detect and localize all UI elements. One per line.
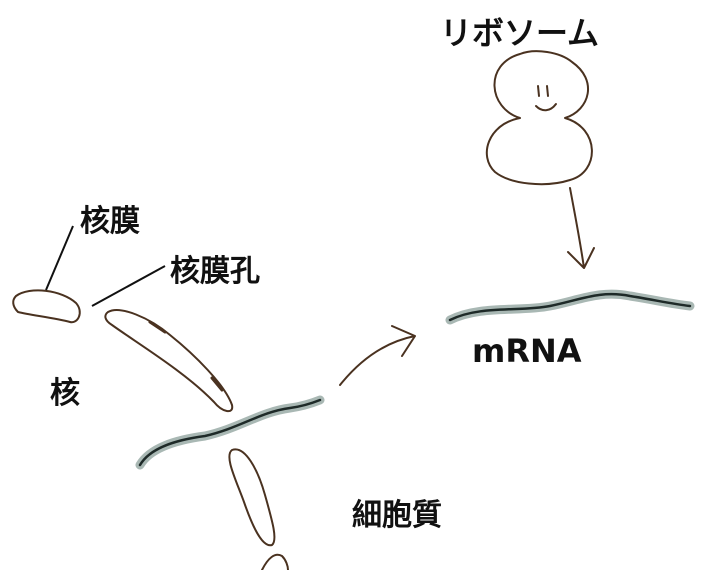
label-ribosome: リボソーム — [440, 14, 600, 52]
label-nucleus: 核 — [50, 376, 80, 411]
mrna-halo — [445, 289, 695, 325]
leader-line-envelope — [45, 225, 74, 291]
ribosome-shape — [485, 50, 593, 186]
mrna-strand-cytoplasm — [448, 292, 692, 322]
label-cytoplasm: 細胞質 — [352, 498, 442, 533]
mrna-strand-nucleus — [138, 398, 322, 467]
label-nuclear-pore: 核膜孔 — [170, 254, 260, 289]
nuclear-envelope-piece — [104, 309, 234, 413]
label-nuclear-envelope: 核膜 — [80, 204, 140, 239]
arrow-export — [339, 325, 416, 386]
arrow-ribosome-to-mrna — [567, 187, 595, 269]
nuclear-envelope-piece — [228, 448, 276, 547]
leader-line-pore — [91, 265, 166, 307]
nuclear-envelope-piece — [12, 289, 81, 324]
ribosome-face — [535, 85, 557, 112]
nuclear-envelope-piece — [261, 553, 289, 570]
label-mrna: mRNA — [472, 332, 582, 370]
nuclear-envelope-mark — [148, 320, 224, 392]
